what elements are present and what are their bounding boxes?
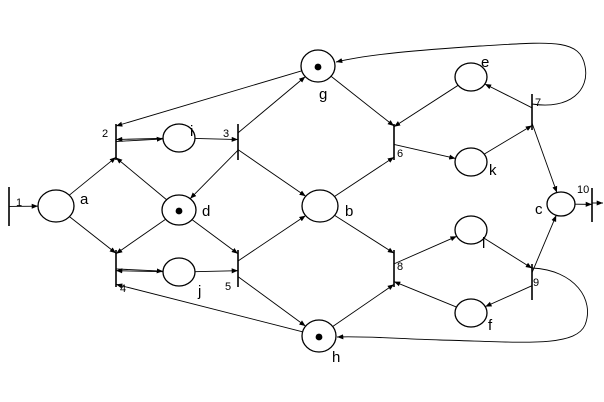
place-label: c <box>535 201 543 218</box>
arc-a-to-t2 <box>68 156 117 196</box>
arc-d-to-t2 <box>115 157 167 201</box>
arc-b-to-t6 <box>334 156 395 197</box>
transitions-layer: 1 2 3 4 5 6 7 8 9 10 <box>8 94 593 300</box>
place-label: e <box>481 54 489 71</box>
arc-t8-to-l <box>393 235 457 265</box>
place-label: g <box>319 86 327 103</box>
arc-t4-to-j <box>115 268 164 274</box>
place-c[interactable]: c <box>535 191 576 218</box>
arc-h-to-t4 <box>115 283 303 333</box>
arc-t9-to-c <box>531 215 557 273</box>
places-layer: a b c d e f g h i j k l <box>37 49 576 366</box>
arc-t5-to-b <box>237 215 306 262</box>
token-dot <box>315 333 323 341</box>
transition-9[interactable]: 9 <box>531 264 539 300</box>
arc-f-to-t8 <box>393 281 457 308</box>
transition-label: 6 <box>397 148 403 160</box>
transition-label: 2 <box>102 128 108 140</box>
place-circle[interactable] <box>454 147 488 177</box>
arc-e-to-t6 <box>393 84 459 128</box>
arc-j-to-t4 <box>115 268 164 274</box>
place-label: h <box>332 349 340 366</box>
arc-g-to-t2 <box>115 70 302 127</box>
place-label: d <box>202 203 210 220</box>
transition-1[interactable]: 1 <box>8 187 22 226</box>
arc-b-to-t8 <box>334 214 395 254</box>
place-label: b <box>345 203 353 220</box>
place-label: a <box>80 191 89 208</box>
arc-i-to-t3 <box>194 136 239 142</box>
arc-t7-to-g <box>335 42 587 106</box>
place-l[interactable]: l <box>454 215 488 252</box>
arc-k-to-t7 <box>483 125 533 155</box>
arc-t3-to-g <box>237 76 306 134</box>
place-label: j <box>197 283 201 300</box>
token-dot <box>314 63 322 71</box>
transition-label: 9 <box>533 277 539 289</box>
place-label: i <box>190 123 193 140</box>
token-dot <box>175 207 183 215</box>
arc-g-to-t6 <box>330 75 395 127</box>
place-circle[interactable] <box>454 215 488 245</box>
place-a[interactable]: a <box>37 189 89 223</box>
arc-l-to-t9 <box>483 237 533 269</box>
place-d[interactable]: d <box>161 194 210 226</box>
arc-t6-to-k <box>393 143 456 160</box>
transition-7[interactable]: 7 <box>531 94 541 130</box>
arc-j-to-t5 <box>194 268 239 274</box>
arc-i-to-t2 <box>115 136 164 142</box>
place-circle[interactable] <box>162 257 196 287</box>
transition-label: 1 <box>16 197 22 209</box>
place-circle[interactable] <box>37 189 75 223</box>
arc-t7-to-c <box>531 122 558 193</box>
place-e[interactable]: e <box>454 54 489 92</box>
transition-label: 5 <box>225 281 231 293</box>
place-circle[interactable] <box>546 191 576 217</box>
transition-3[interactable]: 3 <box>223 124 239 160</box>
arc-d-to-t5 <box>191 219 239 255</box>
transition-label: 3 <box>223 128 229 140</box>
transition-6[interactable]: 6 <box>393 124 403 160</box>
place-label: f <box>488 317 493 334</box>
arc-t3-to-d <box>189 149 239 199</box>
transition-5[interactable]: 5 <box>225 250 239 293</box>
arc-t7-to-e <box>484 83 533 109</box>
transition-label: 8 <box>397 261 403 273</box>
arc-a-to-t4 <box>69 216 117 254</box>
arc-t5-to-h <box>237 276 306 327</box>
arc-t2-to-i <box>115 136 164 142</box>
transition-4[interactable]: 4 <box>115 250 126 295</box>
arc-t3-to-b <box>237 149 307 197</box>
arc-h-to-t8 <box>332 283 395 327</box>
transition-10[interactable]: 10 <box>577 184 593 222</box>
transition-label: 4 <box>120 283 126 295</box>
place-g[interactable]: g <box>300 49 336 103</box>
transition-label: 10 <box>577 184 589 196</box>
place-circle[interactable] <box>301 189 339 223</box>
transition-8[interactable]: 8 <box>393 250 403 287</box>
arc-t9-to-f <box>485 285 533 308</box>
place-b[interactable]: b <box>301 189 353 223</box>
place-label: l <box>482 235 485 252</box>
place-h[interactable]: h <box>301 319 340 366</box>
place-f[interactable]: f <box>454 298 493 334</box>
place-j[interactable]: j <box>162 257 201 300</box>
arc-t9-to-h <box>336 267 588 343</box>
place-circle[interactable] <box>162 123 196 153</box>
place-i[interactable]: i <box>162 123 196 153</box>
transition-2[interactable]: 2 <box>102 124 117 160</box>
arc-d-to-t4 <box>115 218 166 255</box>
place-circle[interactable] <box>454 298 488 328</box>
arcs-layer <box>8 42 603 343</box>
place-k[interactable]: k <box>454 147 497 179</box>
place-circle[interactable] <box>454 62 488 92</box>
transition-label: 7 <box>535 97 541 109</box>
place-label: k <box>489 162 497 179</box>
